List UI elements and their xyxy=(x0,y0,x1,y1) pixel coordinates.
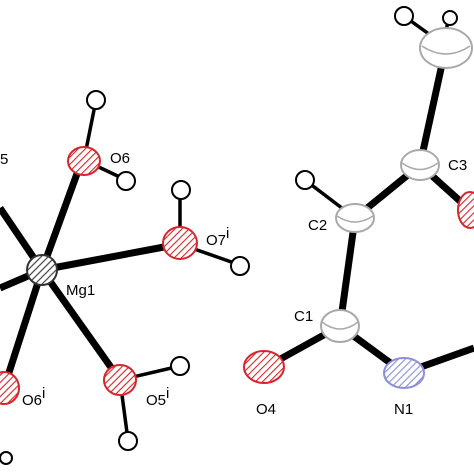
bond-mg1-o7i xyxy=(41,240,181,274)
carbon-atom-c4-octant xyxy=(421,45,471,55)
hydrogen-atom xyxy=(394,6,414,26)
label-o7i-base: O7 xyxy=(206,232,226,249)
label-o5-partial: 5 xyxy=(0,151,8,168)
nitrogen-atom-n1 xyxy=(383,357,425,389)
label-n1: N1 xyxy=(394,401,413,418)
bond-mg1-o6i xyxy=(0,268,46,390)
oxygen-atom-o6i xyxy=(0,371,20,405)
label-o7i: O7i xyxy=(206,225,229,249)
label-o7i-sup: i xyxy=(226,225,229,242)
label-o6i: O6i xyxy=(22,385,45,409)
hydrogen-atom xyxy=(116,171,136,191)
oxygen-atoms xyxy=(0,146,474,405)
carbon-atom-c2 xyxy=(335,203,375,233)
label-o6i-base: O6 xyxy=(22,392,42,409)
carbon-atom-c3-octant xyxy=(401,162,439,171)
hydrogen-atom xyxy=(0,451,13,465)
hydrogen-atom xyxy=(230,256,250,276)
label-o5i-base: O5 xyxy=(146,392,166,409)
label-o4: O4 xyxy=(256,401,276,418)
hydrogen-atom xyxy=(86,90,106,110)
label-c1: C1 xyxy=(294,308,313,325)
hydrogen-atom xyxy=(295,170,315,190)
label-o5i: O5i xyxy=(146,385,169,409)
hydrogen-atom xyxy=(171,180,191,200)
label-o5i-sup: i xyxy=(166,385,169,402)
hydrogen-atom xyxy=(170,356,190,376)
label-o6i-sup: i xyxy=(42,385,45,402)
hydrogen-atom xyxy=(442,10,458,26)
oxygen-atom-o7i xyxy=(162,226,198,260)
oxygen-atom-o4 xyxy=(243,350,285,384)
label-mg1: Mg1 xyxy=(66,282,95,299)
carbon-atom-c2-octant xyxy=(336,215,374,223)
hydrogen-atom xyxy=(118,431,138,451)
carbon-atom-c3 xyxy=(400,149,440,181)
carbon-atom-c1-octant xyxy=(321,321,359,330)
label-c2: C2 xyxy=(308,217,327,234)
oxygen-atom-o5i xyxy=(103,364,137,396)
carbon-atoms xyxy=(320,27,473,343)
bond-mg1-o5i xyxy=(39,267,123,383)
carbon-atom-c4 xyxy=(419,27,473,69)
oxygen-atom-o6 xyxy=(67,146,101,176)
label-o6: O6 xyxy=(110,150,130,167)
magnesium-atom-mg1 xyxy=(26,254,58,286)
atom-labels: 5 Mg1 O6 O7i O6i O5i C1 C2 C3 O4 N1 xyxy=(0,150,467,418)
label-c3: C3 xyxy=(448,157,467,174)
carbon-atom-c1 xyxy=(320,309,360,343)
oxygen-atom-right xyxy=(457,191,474,229)
bond-c1-c2 xyxy=(336,217,359,327)
bond-c3-c4 xyxy=(416,54,448,166)
hydrogen-atoms xyxy=(0,6,458,465)
bond-mg1-o6 xyxy=(38,158,86,272)
